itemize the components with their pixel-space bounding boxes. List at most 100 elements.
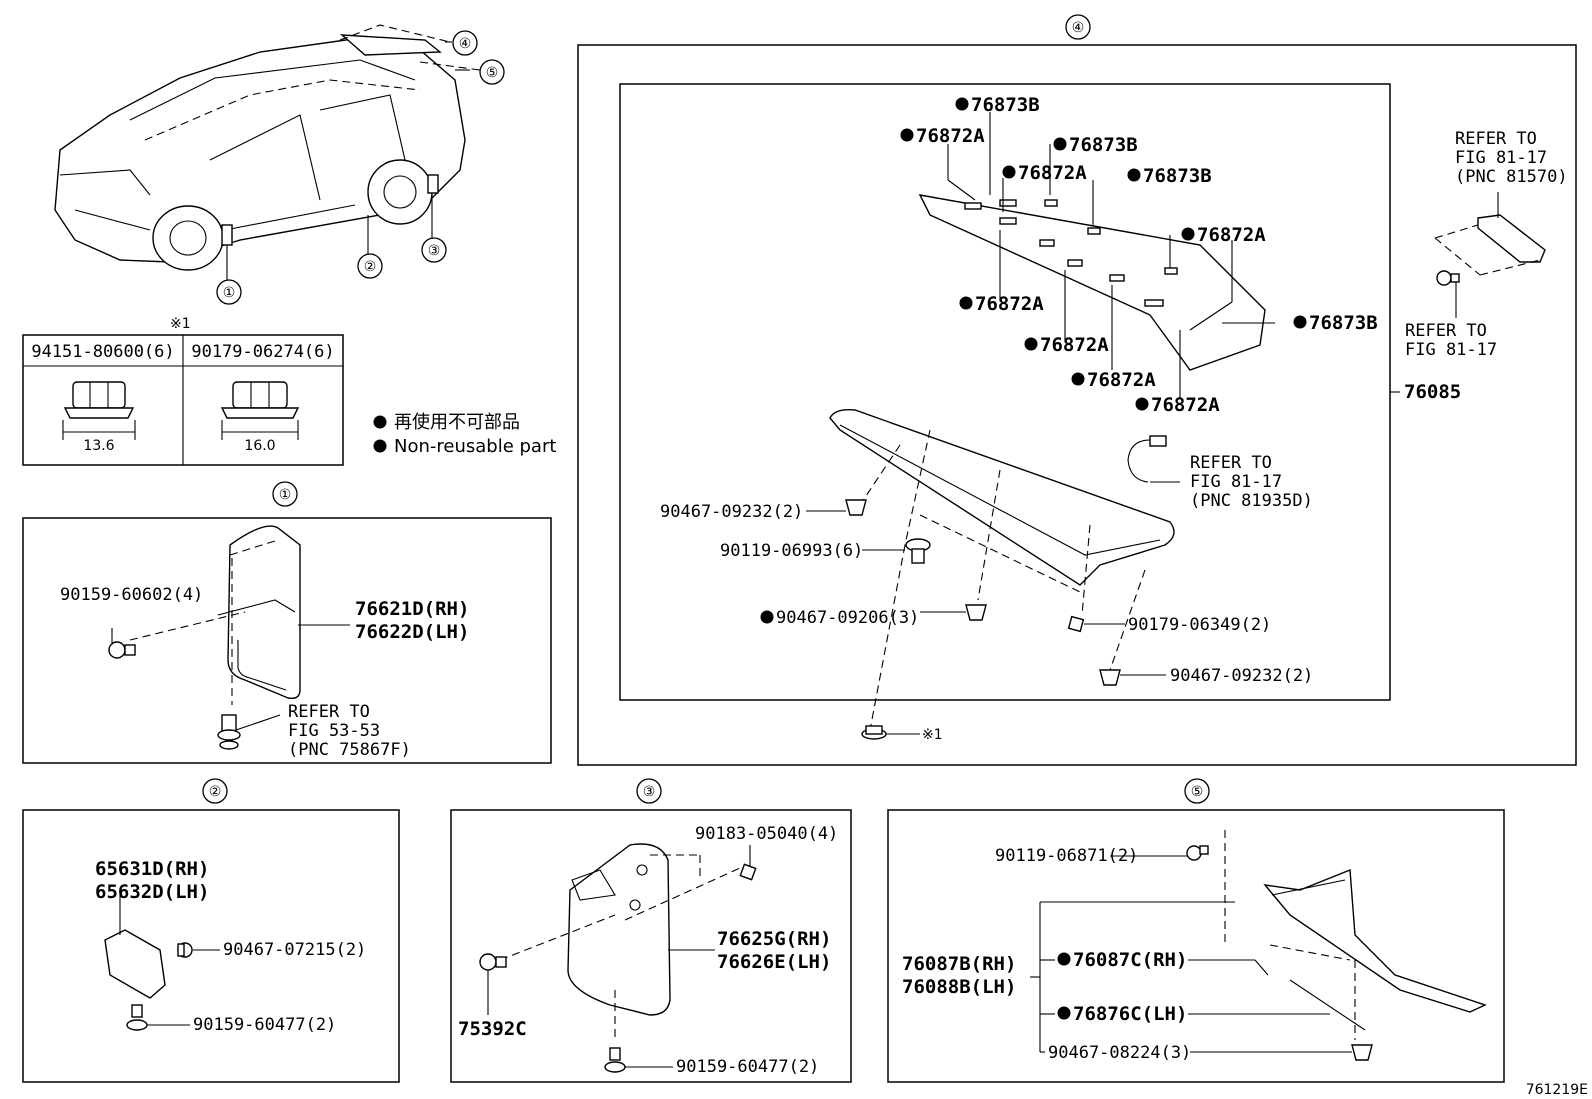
bolt-icon xyxy=(108,641,136,659)
svg-text:76872A: 76872A xyxy=(975,293,1044,315)
overview-label-5 xyxy=(479,59,505,85)
section-4-clip-c: 90467-09206(3) xyxy=(776,608,919,628)
overview-label-4 xyxy=(452,30,478,56)
svg-text:76872A: 76872A xyxy=(1018,162,1087,184)
overview-label-1-text: ① xyxy=(223,285,236,301)
clip-icon xyxy=(845,499,867,516)
section-4-refer-b-2: FIG 81-17 xyxy=(1405,340,1497,360)
flange-nut-icon xyxy=(62,381,136,440)
non-reusable-dot-icon xyxy=(373,415,387,429)
section-4-clip-b: 90119-06993(6) xyxy=(720,541,863,561)
svg-text:76872A: 76872A xyxy=(1151,394,1220,416)
side-spoiler-shape xyxy=(1263,868,1487,1013)
section-5-screw: 90119-06871(2) xyxy=(995,846,1138,866)
section-5-number: ⑤ xyxy=(1191,784,1204,800)
bolt-icon xyxy=(126,1004,148,1031)
section-1-refer-2: FIG 53-53 xyxy=(288,721,380,741)
guard-shape xyxy=(104,929,166,999)
legend-en: Non-reusable part xyxy=(394,436,556,457)
section-4-rear-spoiler: ④ xyxy=(577,14,1577,766)
section-5-clip: 90467-08224(3) xyxy=(1048,1043,1191,1063)
section-1-front-mud-flap: ① 90159-60602(4) 76621D(RH) 76622D(LH) R… xyxy=(22,481,552,764)
section-4-number: ④ xyxy=(1072,20,1085,36)
rear-flap-shape xyxy=(567,843,671,1016)
nut-table-part-1: 94151-80600(6) xyxy=(31,342,174,362)
svg-text:76872A: 76872A xyxy=(1197,224,1266,246)
section-1-flap-lh: 76622D(LH) xyxy=(355,621,469,643)
nut-icon xyxy=(861,725,887,740)
screw-icon xyxy=(1186,845,1209,861)
section-2-number: ② xyxy=(209,784,222,800)
section-3-flap-rh: 76625G(RH) xyxy=(717,928,831,950)
svg-text:76873B: 76873B xyxy=(971,94,1040,116)
section-5-tape-lh: 76876C(LH) xyxy=(1073,1003,1187,1025)
section-4-refer-b-1: REFER TO xyxy=(1405,321,1487,341)
section-5-tape-lh-group: 76876C(LH) xyxy=(1057,1003,1187,1025)
clip-icon xyxy=(1351,1044,1373,1061)
section-1-bolt-label: 90159-60602(4) xyxy=(60,585,203,605)
overview-label-4-text: ④ xyxy=(459,36,472,52)
tape-label-9: 76872A xyxy=(1071,369,1156,391)
tape-label-4: 76873B xyxy=(1127,165,1212,187)
nut-table-size-2: 16.0 xyxy=(244,438,275,454)
section-2-side-guard: ② 65631D(RH) 65632D(LH) 90467-07215(2) 9… xyxy=(22,778,400,1083)
mud-flap-shape xyxy=(227,525,301,700)
section-4-note-nut: ※1 xyxy=(922,727,943,743)
section-4-clip-a: 90467-09232(2) xyxy=(660,502,803,522)
nut-table-note: ※1 xyxy=(170,316,191,332)
section-1-refer-1: REFER TO xyxy=(288,702,370,722)
section-4-nut-d: 90179-06349(2) xyxy=(1128,615,1271,635)
bolt-icon xyxy=(604,1047,626,1073)
section-2-guard-lh: 65632D(LH) xyxy=(95,881,209,903)
section-5-spoiler-lh: 76088B(LH) xyxy=(902,976,1016,998)
tape-label-0: 76873B xyxy=(955,94,1040,116)
overview-label-2-text: ② xyxy=(364,259,377,275)
section-4-refer-a-3: (PNC 81570) xyxy=(1455,167,1568,187)
svg-text:76873B: 76873B xyxy=(1069,134,1138,156)
tape-label-10: 76872A xyxy=(1135,394,1220,416)
section-4-clip-e: 90467-09232(2) xyxy=(1170,666,1313,686)
tape-label-6: 76872A xyxy=(959,293,1044,315)
section-3-rear-mud-flap: ③ 90183-05040(4) 76625G(RH) 76626E(LH) 7… xyxy=(450,778,852,1083)
tape-label-5: 76872A xyxy=(1181,224,1266,246)
section-1-refer-3: (PNC 75867F) xyxy=(288,740,411,760)
tape-strips xyxy=(964,199,1178,307)
nut-icon xyxy=(739,863,757,881)
screw-icon xyxy=(1436,270,1460,286)
overview-label-2 xyxy=(357,253,383,279)
overview-label-3-text: ③ xyxy=(428,243,441,259)
nut-icon xyxy=(1067,615,1085,633)
svg-text:76872A: 76872A xyxy=(1040,334,1109,356)
svg-text:76873B: 76873B xyxy=(1309,312,1378,334)
svg-text:76872A: 76872A xyxy=(1087,369,1156,391)
tape-label-7: 76873B xyxy=(1293,312,1378,334)
section-5-tape-rh: 76087C(RH) xyxy=(1073,949,1187,971)
bracket-shape xyxy=(1477,214,1546,263)
section-4-assy: 76085 xyxy=(1404,381,1461,403)
overview-label-3 xyxy=(421,237,447,263)
tape-sheet xyxy=(918,194,1266,371)
tape-label-3: 76872A xyxy=(1002,162,1087,184)
section-3-number: ③ xyxy=(643,784,656,800)
tape-label-1: 76872A xyxy=(900,125,985,147)
section-2-clip: 90467-07215(2) xyxy=(223,940,366,960)
section-2-bolt: 90159-60477(2) xyxy=(193,1015,336,1035)
section-4-refer-c-2: FIG 81-17 xyxy=(1190,472,1282,492)
nut-table-size-1: 13.6 xyxy=(83,438,114,454)
section-4-refer-a-2: FIG 81-17 xyxy=(1455,148,1547,168)
vehicle-overview: ① ② ③ ④ ⑤ xyxy=(54,24,505,305)
section-4-clip-c-group: 90467-09206(3) xyxy=(760,608,919,628)
section-5-tape-rh-group: 76087C(RH) xyxy=(1057,949,1187,971)
section-1-number: ① xyxy=(279,487,292,503)
section-4-refer-c-1: REFER TO xyxy=(1190,453,1272,473)
clip-icon xyxy=(1099,669,1121,686)
overview-label-5-text: ⑤ xyxy=(486,65,499,81)
nut-table-part-2: 90179-06274(6) xyxy=(191,342,334,362)
wire-harness xyxy=(1127,439,1151,483)
svg-text:76873B: 76873B xyxy=(1143,165,1212,187)
section-5-spoiler-rh: 76087B(RH) xyxy=(902,953,1016,975)
section-3-screw: 75392C xyxy=(458,1018,527,1040)
legend: 再使用不可部品 Non-reusable part xyxy=(373,412,556,457)
clip-icon xyxy=(965,604,987,621)
section-3-bolt: 90159-60477(2) xyxy=(676,1057,819,1077)
